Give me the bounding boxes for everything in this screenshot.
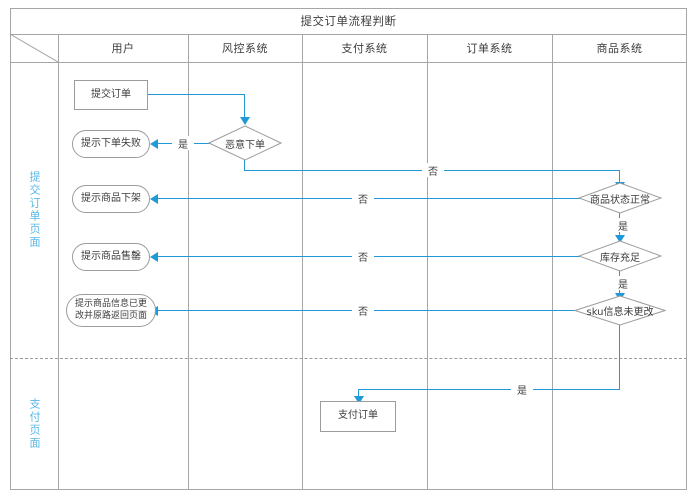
column-header-risk: 风控系统 [222,42,268,55]
edge-label-stock-no: 否 [352,249,374,264]
node-tip-goods-changed[interactable]: 提示商品信息已更改并原路返回页面 [66,294,156,327]
edge-sku-yes-arrow [354,396,364,404]
edge-sku-yes-v2 [358,389,360,398]
edge-goods-status-no-arrow [150,194,158,204]
title-separator [10,34,687,35]
node-tip-order-fail[interactable]: 提示下单失败 [72,130,150,158]
node-goods-status-ok[interactable]: 商品状态正常 [578,182,662,214]
node-stock-enough[interactable]: 库存充足 [578,240,662,272]
diagram-title: 提交订单流程判断 [300,14,397,28]
node-pay-order[interactable]: 支付订单 [320,401,396,432]
node-malicious-order-label: 恶意下单 [225,139,265,151]
node-stock-enough-label: 库存充足 [600,252,640,264]
node-sku-unchanged[interactable]: sku信息未更改 [574,295,666,326]
edge-stock-no-arrow [150,252,158,262]
diamond-shape-icon [574,295,666,326]
node-goods-status-ok-label: 商品状态正常 [590,194,650,206]
edge-sku-yes-v [619,325,621,390]
corner-diagonal-icon [10,34,58,62]
edge-malicious-yes-arrow [150,139,158,149]
edge-label-malicious-no: 否 [422,163,444,178]
node-sku-unchanged-label: sku信息未更改 [586,307,654,318]
node-submit-order[interactable]: 提交订单 [74,80,148,110]
edge-label-sku-yes: 是 [511,382,533,397]
edge-label-goods-status-yes: 是 [612,218,634,233]
edge-label-sku-no: 否 [352,303,374,318]
diagram-frame [10,8,687,490]
phase-label-submit-order-page: 提交订单页面 [28,171,41,249]
diamond-shape-icon [578,182,662,214]
diamond-shape-icon [578,240,662,272]
edge-submit-to-malicious-arrow [240,117,250,125]
node-tip-goods-soldout[interactable]: 提示商品售罄 [72,243,150,271]
column-header-pay: 支付系统 [341,42,388,55]
edge-goods-status-yes-arrow [615,235,625,243]
col-sep-pay [427,34,428,490]
edge-label-stock-yes: 是 [612,276,634,291]
col-sep-risk [302,34,303,490]
node-malicious-order[interactable]: 恶意下单 [208,125,282,161]
node-tip-goods-offshelf[interactable]: 提示商品下架 [72,185,150,213]
edge-malicious-no-v [244,160,246,171]
phase-divider [10,358,687,359]
edge-label-goods-status-no: 否 [352,191,374,206]
edge-submit-to-malicious-v [244,94,246,118]
column-header-goods: 商品系统 [596,42,643,55]
diamond-shape-icon [208,125,282,161]
edge-malicious-no-v2 [619,170,621,183]
col-sep-phase [58,34,59,490]
edge-sku-yes-h [358,389,620,391]
column-header-order: 订单系统 [466,42,513,55]
col-sep-user [188,34,189,490]
edge-submit-to-malicious-h [148,94,245,96]
header-separator [10,62,687,63]
edge-label-malicious-yes: 是 [172,136,194,151]
phase-label-payment-page: 支付页面 [28,398,41,450]
col-sep-order [552,34,553,490]
column-header-user: 用户 [111,42,135,55]
